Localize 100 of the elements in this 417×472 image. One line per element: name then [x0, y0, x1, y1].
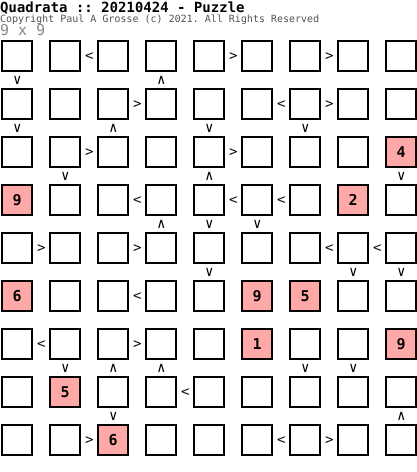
- grid-cell: [193, 328, 225, 360]
- grid-cell: 4: [385, 136, 417, 168]
- grid-cell: [385, 184, 417, 216]
- grid-cell: [97, 40, 129, 72]
- grid-cell: [385, 88, 417, 120]
- grid-cell: [289, 136, 321, 168]
- grid-cell: [337, 88, 369, 120]
- grid-cell: [241, 424, 273, 456]
- inequality-sign: >: [37, 241, 46, 255]
- grid-cell: [97, 136, 129, 168]
- inequality-sign: <: [181, 385, 190, 399]
- inequality-sign: <: [277, 97, 286, 111]
- grid-cell: [193, 184, 225, 216]
- inequality-sign: <: [277, 193, 286, 207]
- grid-cell: 5: [289, 280, 321, 312]
- grid-cell: [337, 328, 369, 360]
- inequality-sign: >: [85, 433, 94, 447]
- inequality-sign: >: [325, 97, 334, 111]
- grid-cell: [49, 136, 81, 168]
- grid-cell: [193, 424, 225, 456]
- grid-cell: [289, 184, 321, 216]
- grid-cell: [97, 232, 129, 264]
- grid-cell: [97, 88, 129, 120]
- grid-cell: [1, 376, 33, 408]
- inequality-sign: ∧: [109, 361, 118, 375]
- grid-cell: [145, 136, 177, 168]
- grid-cell: [49, 424, 81, 456]
- grid-cell: [145, 376, 177, 408]
- grid-cell: [49, 328, 81, 360]
- grid-cell: [241, 136, 273, 168]
- inequality-sign: ∨: [397, 265, 406, 279]
- inequality-sign: ∨: [349, 265, 358, 279]
- grid-cell: [145, 328, 177, 360]
- inequality-sign: >: [325, 49, 334, 63]
- grid-cell: [1, 328, 33, 360]
- grid-cell: 1: [241, 328, 273, 360]
- grid-cell: [289, 232, 321, 264]
- grid-cell: [1, 88, 33, 120]
- grid-cell: 5: [49, 376, 81, 408]
- grid-cell: [241, 88, 273, 120]
- grid-cell: [97, 328, 129, 360]
- inequality-sign: >: [133, 337, 142, 351]
- grid-cell: [385, 376, 417, 408]
- inequality-sign: ∧: [157, 361, 166, 375]
- grid-cell: [385, 424, 417, 456]
- inequality-sign: ∧: [397, 409, 406, 423]
- grid-cell: 2: [337, 184, 369, 216]
- inequality-sign: <: [37, 337, 46, 351]
- inequality-sign: >: [229, 49, 238, 63]
- inequality-sign: ∨: [301, 361, 310, 375]
- grid-cell: [1, 40, 33, 72]
- inequality-sign: ∧: [205, 169, 214, 183]
- grid-cell: [49, 184, 81, 216]
- inequality-sign: ∨: [109, 409, 118, 423]
- grid-cell: [193, 280, 225, 312]
- copyright-notice: Copyright Paul A Grosse (c) 2021. All Rights Reserved: [0, 14, 320, 25]
- grid-cell: [97, 280, 129, 312]
- grid-cell: [1, 136, 33, 168]
- inequality-sign: >: [133, 97, 142, 111]
- inequality-sign: <: [85, 49, 94, 63]
- grid-cell: [145, 40, 177, 72]
- grid-cell: [193, 88, 225, 120]
- grid-cell: 6: [1, 280, 33, 312]
- grid-cell: [289, 40, 321, 72]
- grid-cell: [241, 232, 273, 264]
- inequality-sign: ∧: [157, 217, 166, 231]
- grid-cell: [97, 184, 129, 216]
- inequality-sign: ∨: [205, 121, 214, 135]
- grid-cell: [145, 424, 177, 456]
- inequality-sign: ∨: [205, 217, 214, 231]
- inequality-sign: ∧: [157, 73, 166, 87]
- grid-cell: 9: [241, 280, 273, 312]
- grid-cell: [337, 376, 369, 408]
- grid-cell: [289, 88, 321, 120]
- grid-cell: [337, 280, 369, 312]
- inequality-sign: ∨: [397, 169, 406, 183]
- grid-cell: [49, 280, 81, 312]
- grid-cell: [289, 376, 321, 408]
- grid-cell: [145, 88, 177, 120]
- grid-cell: [49, 232, 81, 264]
- inequality-sign: ∨: [205, 265, 214, 279]
- grid-cell: [337, 424, 369, 456]
- inequality-sign: >: [229, 145, 238, 159]
- grid-cell: [145, 280, 177, 312]
- grid-cell: [1, 232, 33, 264]
- inequality-sign: <: [229, 193, 238, 207]
- inequality-sign: ∨: [253, 217, 262, 231]
- grid-cell: [289, 328, 321, 360]
- puzzle-title: Quadrata :: 20210424 - Puzzle: [0, 0, 244, 16]
- grid-cell: [49, 88, 81, 120]
- grid-cell: [241, 40, 273, 72]
- grid-cell: [241, 376, 273, 408]
- grid-cell: [49, 40, 81, 72]
- inequality-sign: >: [133, 241, 142, 255]
- grid-cell: [385, 40, 417, 72]
- inequality-sign: ∨: [61, 169, 70, 183]
- inequality-sign: ∨: [13, 73, 22, 87]
- inequality-sign: <: [277, 433, 286, 447]
- grid-cell: [337, 232, 369, 264]
- grid-cell: 6: [97, 424, 129, 456]
